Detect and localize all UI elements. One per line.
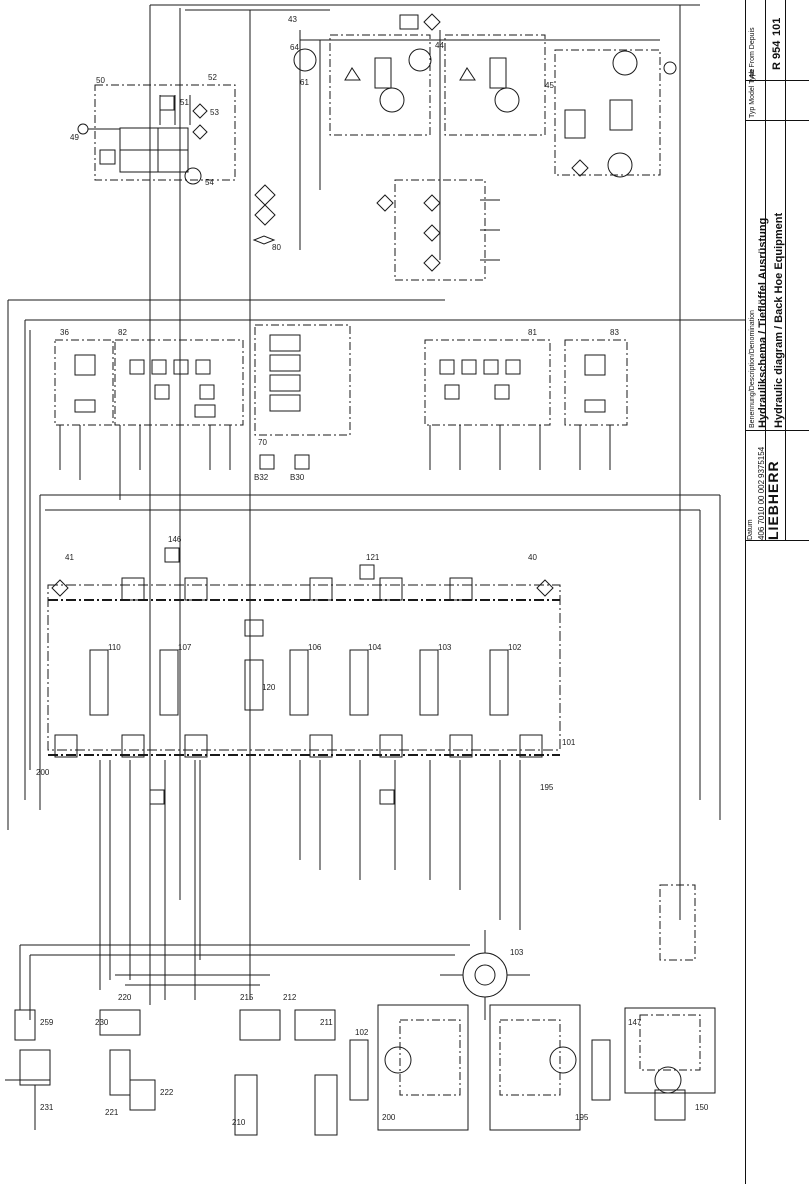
label-81: 82 [118,328,127,337]
label-101: 102 [508,643,522,652]
brand-logo: LIEBHERR [765,460,781,540]
ref-number: 9375154 [757,446,766,478]
label-222: 222 [160,1088,174,1097]
from-label: Ab From Depuis [749,27,756,78]
hydraulic-schematic: 50 49 52 53 51 54 43 64 61 44 45 80 36 8… [5,4,745,1136]
label-211: 211 [320,1018,333,1027]
label-102: 103 [438,643,452,652]
label-50: 50 [96,76,105,85]
label-83: 36 [60,328,69,337]
label-150: 147 [628,1018,642,1027]
label-45: 45 [545,81,554,90]
label-100: 101 [562,738,576,747]
label-70: 70 [258,438,267,447]
label-49: 49 [70,133,79,142]
label-200: 195 [575,1113,589,1122]
title-de: Hydraulikschema / Tieflöffel Ausrüstung [757,217,769,428]
label-B30: B30 [290,473,305,482]
label-219: 220 [118,993,132,1002]
label-220: 221 [105,1108,119,1117]
label-212: 212 [283,993,297,1002]
title-block: Datum 406 7010 00 002 LIEBHERR 9375154 B… [745,0,809,1184]
label-64: 64 [290,43,299,52]
label-36: 80 [272,243,281,252]
title-en: Hydraulic diagram / Back Hoe Equipment [773,212,785,428]
datum-label: Datum [747,519,754,540]
label-221: 230 [95,1018,109,1027]
label-120: 195 [540,783,554,792]
label-231: 259 [40,1018,54,1027]
label-103b: 102 [355,1028,369,1037]
label-210: 210 [232,1118,246,1127]
label-44: 44 [435,41,444,50]
label-40: 40 [528,553,537,562]
label-107: 110 [108,643,121,652]
serial-value: 101 [771,17,783,36]
label-B32: B32 [254,473,269,482]
model-value: R 954 [771,40,783,70]
label-82: 83 [610,328,619,337]
label-110: 120 [262,683,276,692]
label-259: 103 [510,948,524,957]
label-103: 104 [368,643,382,652]
label-80: 81 [528,328,537,337]
label-106: 107 [178,643,192,652]
label-53: 53 [210,108,219,117]
label-121: 200 [36,768,50,777]
label-52: 52 [208,73,217,82]
label-104: 106 [308,643,322,652]
denomination-label: Benennung/Description/Denomination [749,310,756,428]
label-146: 121 [366,553,380,562]
label-61: 61 [300,78,309,87]
label-201: 200 [382,1113,396,1122]
label-230: 231 [40,1103,54,1112]
label-54: 54 [205,178,214,187]
label-43: 43 [288,15,297,24]
label-147: 146 [168,535,182,544]
label-41: 41 [65,553,74,562]
label-51: 51 [180,98,189,107]
label-195: 150 [695,1103,709,1112]
label-215: 215 [240,993,254,1002]
